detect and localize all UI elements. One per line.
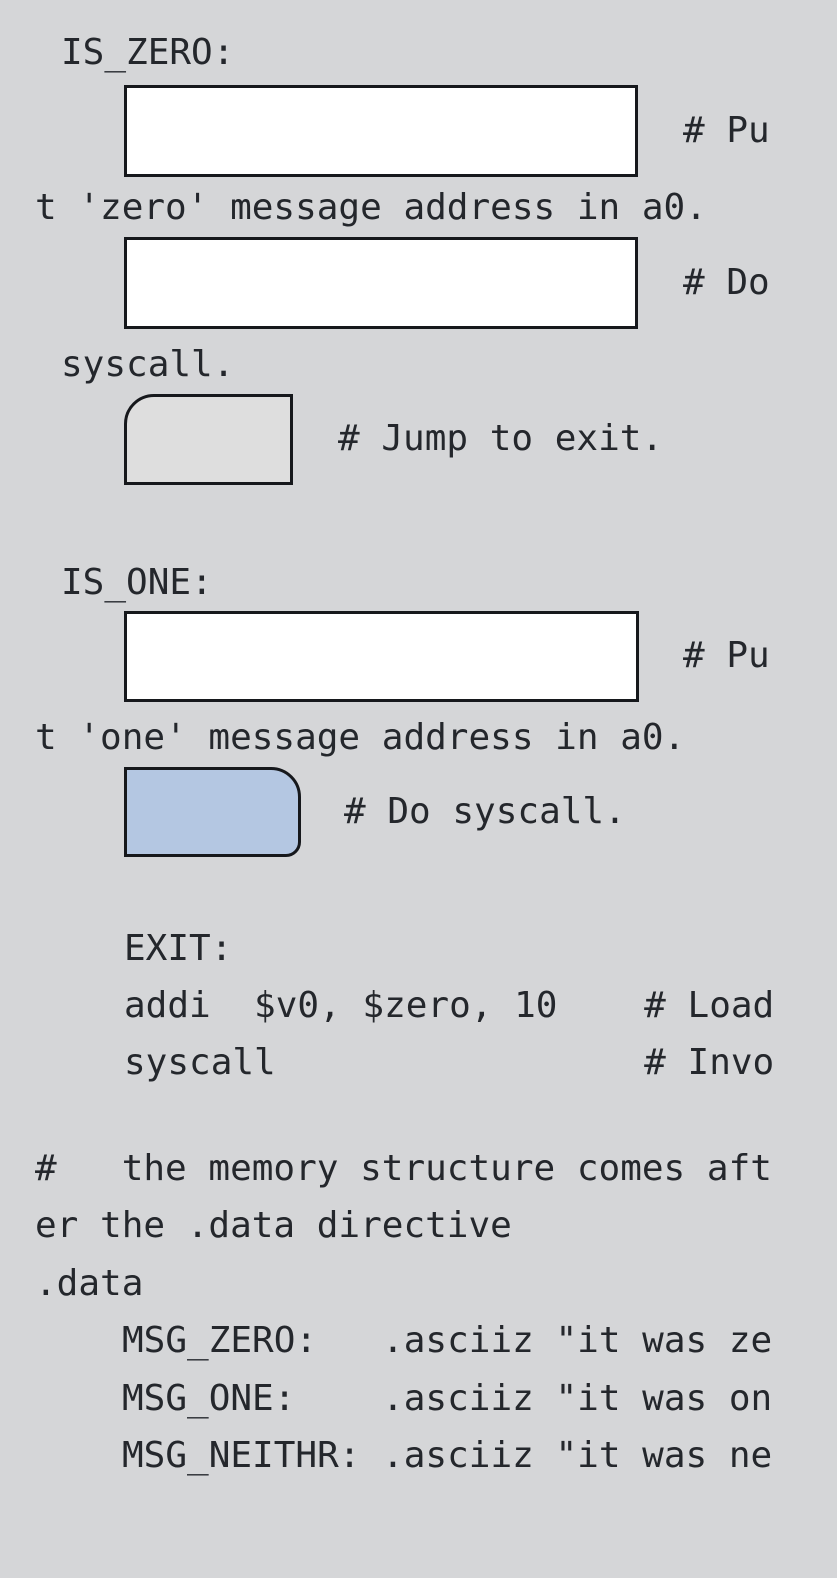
data-line-msg-one: MSG_ONE: .asciiz "it was on: [122, 1378, 773, 1419]
comment-do-wrap: syscall.: [61, 344, 235, 385]
comment-memory-structure-line1: # the memory structure comes aft: [35, 1148, 772, 1189]
label-is-zero: IS_ZERO:: [61, 32, 235, 73]
data-line-msg-zero: MSG_ZERO: .asciiz "it was ze: [122, 1320, 773, 1361]
code-line-syscall: syscall # Invo: [124, 1042, 775, 1083]
comment-do-start: # Do: [683, 262, 770, 303]
comment-put-one-wrap: t 'one' message address in a0.: [35, 717, 686, 758]
comment-put-zero-wrap: t 'zero' message address in a0.: [35, 187, 707, 228]
label-is-one: IS_ONE:: [61, 562, 213, 603]
comment-do-syscall: # Do syscall.: [344, 791, 626, 832]
comment-put-zero-start: # Pu: [683, 110, 770, 151]
drag-tile-do-syscall[interactable]: [124, 767, 301, 857]
comment-jump-exit: # Jump to exit.: [338, 418, 664, 459]
code-line-addi: addi $v0, $zero, 10 # Load: [124, 985, 775, 1026]
data-line-msg-neithr: MSG_NEITHR: .asciiz "it was ne: [122, 1435, 773, 1476]
blank-input-zero-message[interactable]: [124, 85, 638, 177]
blank-input-zero-syscall[interactable]: [124, 237, 638, 329]
drag-tile-jump-exit[interactable]: [124, 394, 293, 485]
comment-put-one-start: # Pu: [683, 635, 770, 676]
comment-memory-structure-line2: er the .data directive: [35, 1205, 512, 1246]
directive-data: .data: [35, 1263, 144, 1304]
blank-input-one-message[interactable]: [124, 611, 639, 702]
label-exit: EXIT:: [124, 928, 233, 969]
